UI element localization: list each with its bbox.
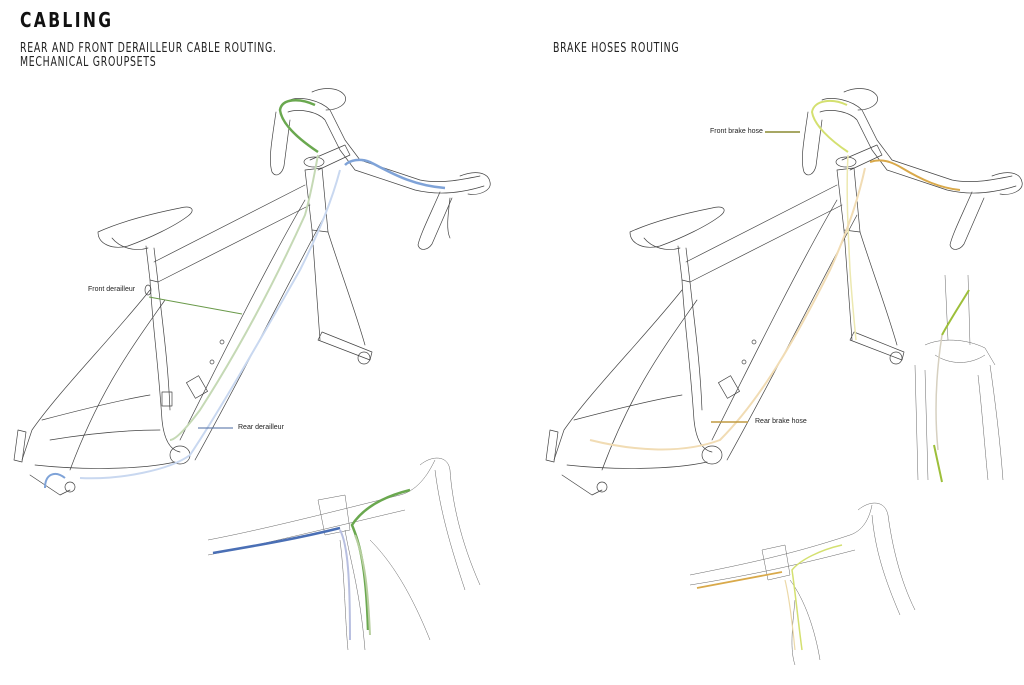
derailleur-bike-frame [13, 88, 491, 496]
rear-derailleur-cable [44, 158, 446, 489]
front-derailleur-callout-line [148, 296, 243, 315]
derailleur-cockpit-detail [207, 457, 481, 651]
brake-section-heading: BRAKE HOSES ROUTING [553, 41, 680, 56]
rear-derailleur-label: Rear derailleur [238, 424, 284, 431]
front-derailleur-cable [169, 99, 319, 441]
front-derailleur-label: Front derailleur [88, 286, 136, 293]
rear-brake-hose-label: Rear brake hose [755, 418, 807, 425]
front-brake-hose-label: Front brake hose [710, 128, 763, 135]
brake-bike-frame [545, 88, 1023, 496]
rear-brake-hose [589, 159, 961, 451]
front-brake-hose [810, 99, 857, 341]
fork-detail [914, 274, 1004, 483]
page-title: CABLING [20, 8, 114, 32]
brake-cockpit-detail [689, 502, 916, 666]
derailleur-section-heading: REAR AND FRONT DERAILLEUR CABLE ROUTING.… [20, 41, 277, 70]
